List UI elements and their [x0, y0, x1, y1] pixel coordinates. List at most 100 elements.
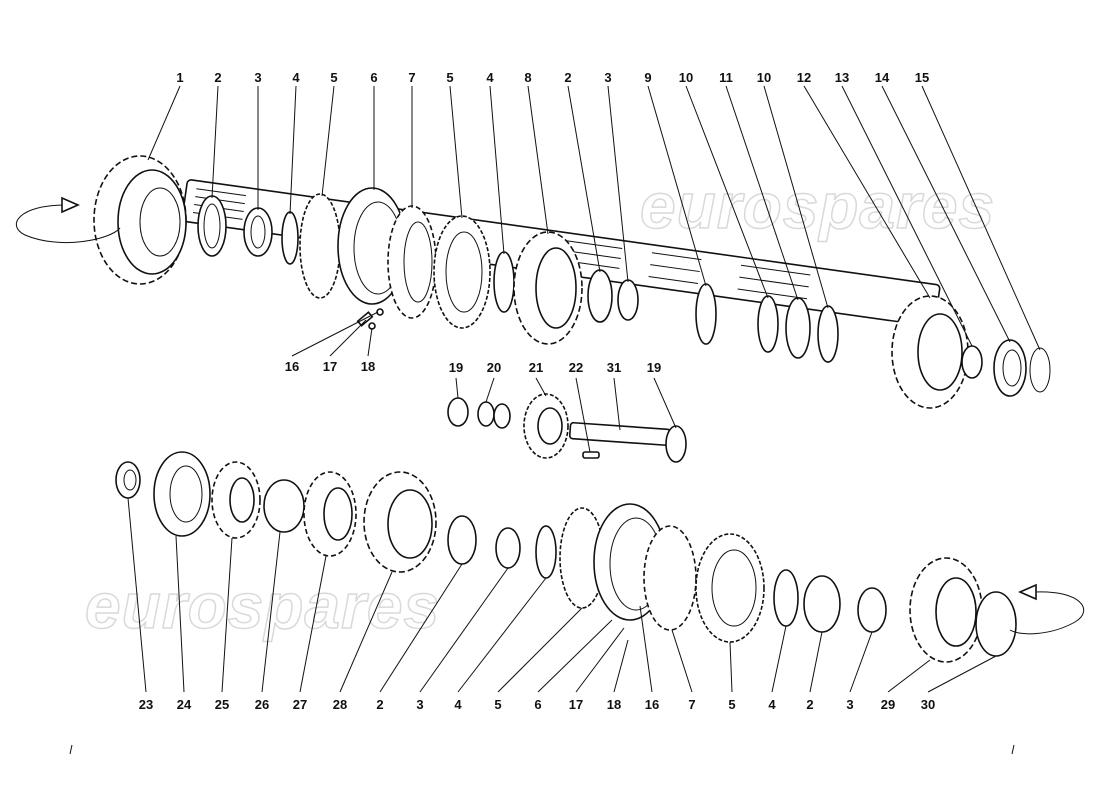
- part-12-gear: [891, 295, 969, 409]
- part-7c-sync-hub: [643, 525, 697, 631]
- part-15-circlip: [1029, 347, 1051, 393]
- part-10b-ring: [817, 305, 839, 363]
- part-5d-cone: [695, 533, 765, 643]
- label-2b: 2: [564, 70, 571, 85]
- part-21-gear: [523, 393, 569, 459]
- label-21: 21: [529, 360, 543, 375]
- label-4b: 4: [486, 70, 494, 85]
- part-24-bearing: [153, 451, 211, 537]
- part-26-spacer: [263, 479, 305, 533]
- part-4-ring: [281, 211, 299, 265]
- label-17b: 17: [569, 697, 583, 712]
- label-16: 16: [285, 359, 299, 374]
- label-7: 7: [408, 70, 415, 85]
- part-1-gear: [93, 155, 187, 285]
- part-5-cone: [299, 193, 341, 299]
- label-12: 12: [797, 70, 811, 85]
- part-25-gear: [211, 461, 261, 539]
- part-2d-needle-bearing: [803, 575, 841, 633]
- labels-bottom-row: 23 24 25 26 27 28 2 3 4 5 6 17 18 16 7 5…: [139, 697, 935, 712]
- label-26: 26: [255, 697, 269, 712]
- label-29: 29: [881, 697, 895, 712]
- part-22-pin: [582, 451, 600, 459]
- part-28-gear: [363, 471, 437, 573]
- part-10-ring: [757, 295, 779, 353]
- watermark-text-top: eurospares: [640, 170, 995, 242]
- part-29-gear: [909, 557, 983, 663]
- rotation-arrow-right-icon: [1009, 583, 1085, 635]
- part-27-gear: [303, 471, 357, 557]
- label-3d: 3: [846, 697, 853, 712]
- label-3: 3: [254, 70, 261, 85]
- part-23-nut: [115, 461, 141, 499]
- label-4: 4: [292, 70, 300, 85]
- part-4d-ring: [773, 569, 799, 627]
- label-28: 28: [333, 697, 347, 712]
- label-19b: 19: [647, 360, 661, 375]
- part-19-washer-right: [665, 425, 687, 463]
- label-13: 13: [835, 70, 849, 85]
- label-27: 27: [293, 697, 307, 712]
- part-2b-needle-bearing: [587, 269, 613, 323]
- part-4b-ring: [493, 251, 515, 313]
- label-19: 19: [449, 360, 463, 375]
- part-2c-needle-bearing: [447, 515, 477, 565]
- part-11-collar: [785, 297, 811, 359]
- label-1: 1: [176, 70, 183, 85]
- part-13-nut: [961, 345, 983, 379]
- label-2d: 2: [806, 697, 813, 712]
- part-20-bearing-b: [493, 403, 511, 429]
- part-4c-ring: [535, 525, 557, 579]
- leader-lines: [127, 85, 1041, 693]
- middle-assembly: [447, 393, 687, 463]
- label-5: 5: [330, 70, 337, 85]
- watermark-bottom: eurospares: [84, 569, 440, 643]
- label-18: 18: [361, 359, 375, 374]
- label-9: 9: [644, 70, 651, 85]
- label-25: 25: [215, 697, 229, 712]
- label-2: 2: [214, 70, 221, 85]
- part-9-spacer: [695, 283, 717, 345]
- label-18b: 18: [607, 697, 621, 712]
- lower-shaft-assembly: [115, 451, 1085, 663]
- label-2c: 2: [376, 697, 383, 712]
- label-22: 22: [569, 360, 583, 375]
- scan-corner-marks: [69, 744, 1015, 755]
- part-3c-bush: [495, 527, 521, 569]
- part-2-needle-bearing: [197, 195, 227, 257]
- part-3b-bush: [617, 279, 639, 321]
- part-30-cap: [975, 591, 1017, 657]
- part-14-bearing: [993, 339, 1027, 397]
- label-20: 20: [487, 360, 501, 375]
- label-15: 15: [915, 70, 929, 85]
- label-24: 24: [177, 697, 192, 712]
- label-5b: 5: [446, 70, 453, 85]
- watermark-top: eurospares: [639, 169, 995, 243]
- label-17: 17: [323, 359, 337, 374]
- labels-top-lower: 16 17 18: [285, 359, 375, 374]
- label-5d: 5: [728, 697, 735, 712]
- labels-middle-row: 19 20 21 22 31 19: [449, 360, 661, 375]
- part-3-bush: [243, 207, 273, 257]
- part-5b-cone: [433, 215, 491, 329]
- label-6c: 6: [534, 697, 541, 712]
- label-11: 11: [719, 70, 733, 85]
- part-7-sync-hub: [387, 205, 437, 319]
- label-4c: 4: [454, 697, 462, 712]
- label-4d: 4: [768, 697, 776, 712]
- part-20-bearing-a: [477, 401, 495, 427]
- label-16b: 16: [645, 697, 659, 712]
- label-31: 31: [607, 360, 621, 375]
- label-23: 23: [139, 697, 153, 712]
- label-8: 8: [524, 70, 531, 85]
- rotation-arrow-left-icon: [15, 196, 121, 244]
- label-7c: 7: [688, 697, 695, 712]
- part-3d-bush: [857, 587, 887, 633]
- part-16-17-18-detent: [356, 308, 384, 330]
- label-6: 6: [370, 70, 377, 85]
- label-30: 30: [921, 697, 935, 712]
- part-19-washer-left: [447, 397, 469, 427]
- label-3c: 3: [416, 697, 423, 712]
- part-8-gear: [513, 231, 583, 345]
